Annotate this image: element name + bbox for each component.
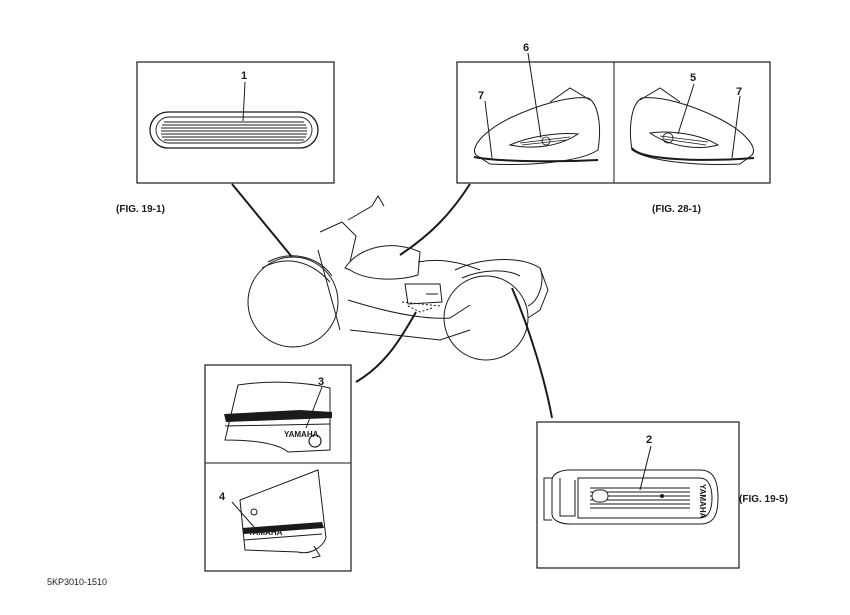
emblem-yamaha-upper: YAMAHA — [284, 430, 319, 439]
callout-7-left: 7 — [478, 90, 484, 102]
panel-front-fender-emblem: 1 — [136, 61, 335, 184]
callout-5: 5 — [690, 72, 696, 84]
emblem-yamaha-seat: YAMAHA — [698, 484, 707, 519]
panel-seat-emblem: YAMAHA 2 — [536, 421, 740, 569]
callout-2: 2 — [646, 434, 652, 446]
figure-ref-28-1: (FIG. 28-1) — [652, 204, 701, 215]
figure-ref-19-5: (FIG. 19-5) — [739, 494, 788, 505]
callout-3: 3 — [318, 376, 324, 388]
callout-6: 6 — [523, 42, 529, 54]
emblem-yamaha-lower: YAMAHA — [248, 528, 283, 537]
panel-tank-emblems: 6 7 5 7 — [456, 42, 771, 184]
leader-lines — [231, 183, 553, 419]
drawing-code: 5KP3010-1510 — [47, 577, 107, 587]
panel-side-covers: YAMAHA 3 YAMAHA 4 — [204, 364, 352, 572]
motorcycle-silhouette — [247, 195, 549, 361]
figure-ref-19-1: (FIG. 19-1) — [116, 204, 165, 215]
callout-1: 1 — [241, 70, 247, 82]
callout-4: 4 — [219, 491, 226, 503]
callout-7-right: 7 — [736, 86, 742, 98]
